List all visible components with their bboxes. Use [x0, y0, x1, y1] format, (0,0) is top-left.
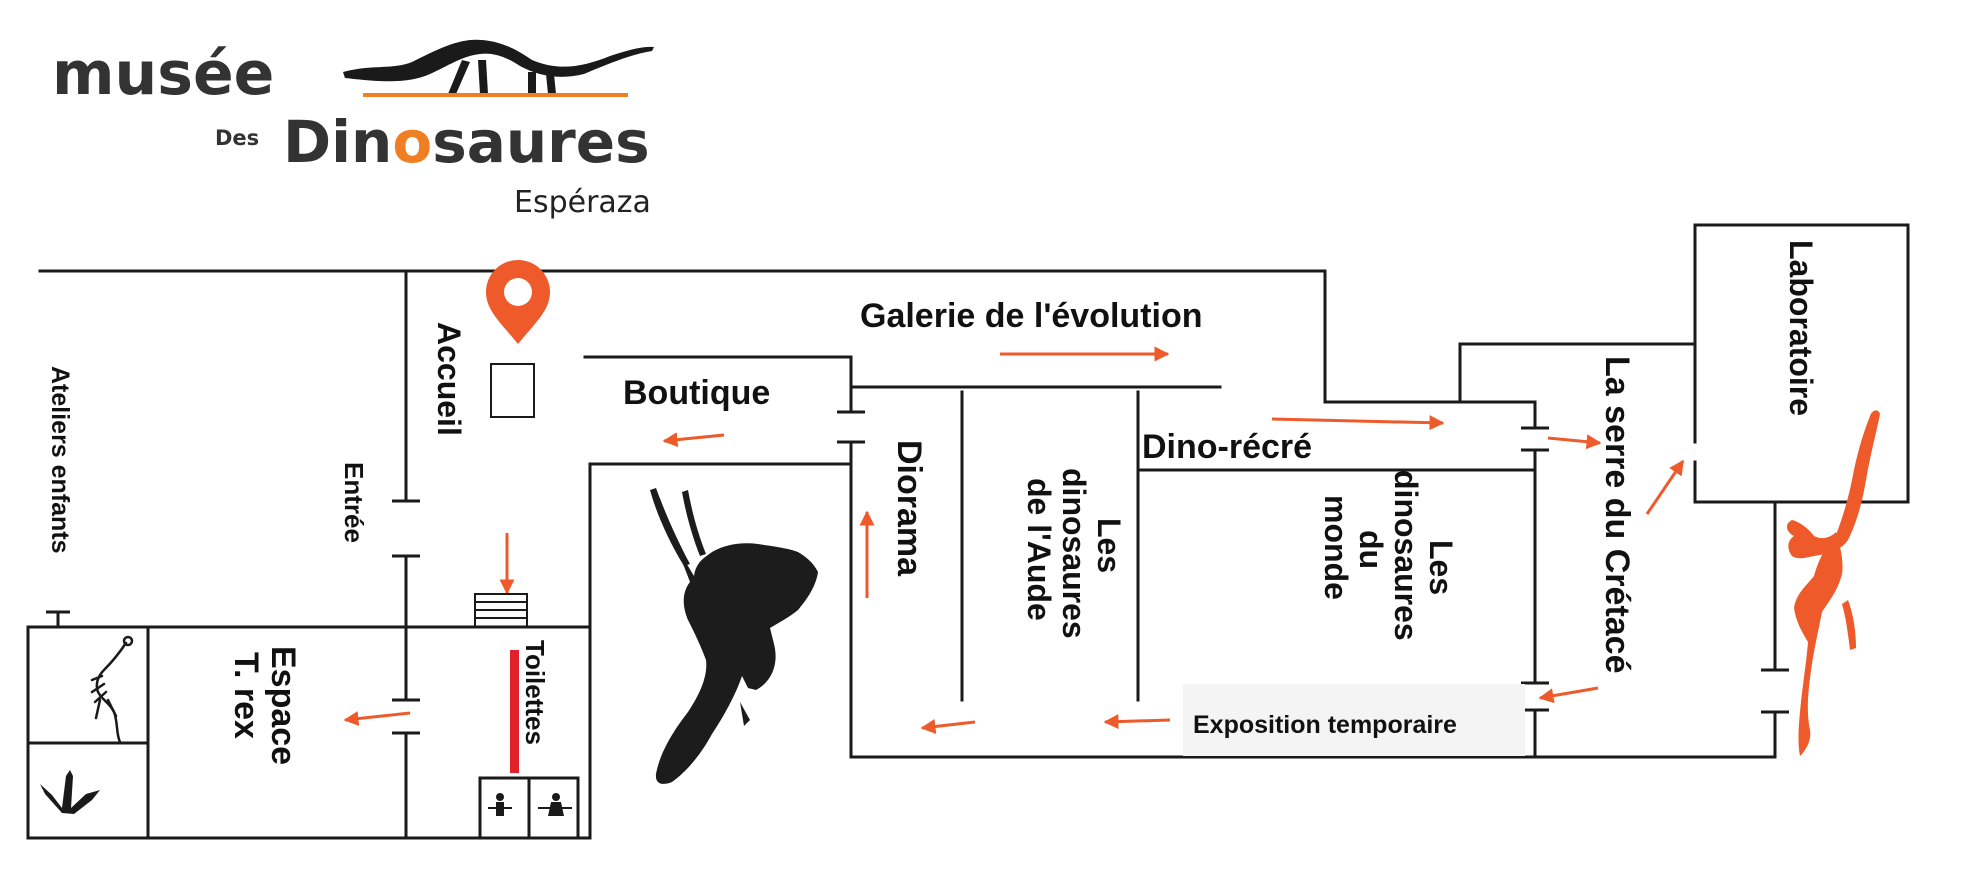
- floor-plan-walls: [26, 223, 1910, 840]
- label-dinosaures-aude: Les dinosaures de l'Aude: [1021, 468, 1127, 639]
- label-toilettes: Toilettes: [520, 640, 550, 745]
- svg-text:de l'Aude: de l'Aude: [1021, 478, 1057, 621]
- svg-text:Les: Les: [1423, 540, 1459, 595]
- label-ateliers-enfants: Ateliers enfants: [46, 366, 74, 554]
- museum-logo: musée Des Dinosaures Espéraza: [52, 39, 654, 220]
- flying-dinosaur-silhouette: [650, 488, 818, 784]
- svg-text:du: du: [1353, 530, 1389, 569]
- accueil-desk-icon: [490, 363, 535, 418]
- visit-route-arrows: [343, 346, 1685, 734]
- label-espace-trex: Espace T. rex: [227, 646, 302, 765]
- label-diorama: Diorama: [890, 440, 928, 577]
- dinosaur-footprint-icon: [40, 770, 100, 814]
- label-galerie: Galerie de l'évolution: [860, 297, 1203, 335]
- logo-town: Espéraza: [514, 185, 651, 220]
- label-accueil: Accueil: [431, 322, 467, 436]
- label-laboratoire: Laboratoire: [1783, 240, 1819, 416]
- logo-dinosaur-curve: [343, 39, 654, 82]
- svg-text:Espace: Espace: [264, 646, 302, 765]
- logo-dinosaures: Dinosaures: [283, 108, 650, 176]
- label-serre-cretace: La serre du Crétacé: [1598, 356, 1636, 674]
- svg-text:dinosaures: dinosaures: [1056, 468, 1092, 639]
- door-markers: [46, 410, 1789, 735]
- label-entree: Entrée: [339, 462, 369, 543]
- logo-des: Des: [215, 126, 259, 150]
- label-boutique: Boutique: [623, 374, 770, 412]
- toilet-marker-bar: [510, 650, 519, 773]
- red-dinosaur-silhouette: [1786, 410, 1880, 756]
- logo-dinosaur-legs: [448, 60, 556, 94]
- label-expo-temporaire: Exposition temporaire: [1193, 711, 1457, 739]
- expo-temporaire-backdrop: [1183, 684, 1525, 756]
- toilet-people-icon: [488, 793, 572, 816]
- stairs-icon: [474, 593, 528, 628]
- location-pin-icon: [486, 260, 550, 344]
- logo-musee: musée: [52, 39, 274, 109]
- label-dino-recre: Dino-récré: [1142, 428, 1312, 466]
- svg-text:dinosaures: dinosaures: [1388, 470, 1424, 641]
- dinosaur-skeleton-icon: [90, 635, 134, 744]
- label-dinosaures-monde: Les dinosaures du monde: [1318, 470, 1459, 641]
- svg-text:T. rex: T. rex: [227, 652, 265, 739]
- svg-text:monde: monde: [1318, 495, 1354, 600]
- svg-text:Les: Les: [1091, 518, 1127, 573]
